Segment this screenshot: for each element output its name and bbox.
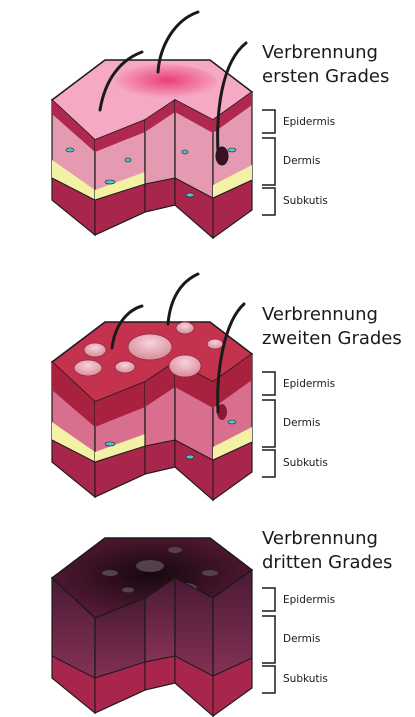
middle-front-face xyxy=(95,598,145,713)
label-dermis: Dermis xyxy=(283,417,320,429)
label-subkutis: Subkutis xyxy=(283,673,328,685)
label-dermis: Dermis xyxy=(283,155,320,167)
label-subkutis: Subkutis xyxy=(283,195,328,207)
label-epidermis: Epidermis xyxy=(283,594,335,606)
title-line-2: dritten Grades xyxy=(262,552,392,573)
title-line-1: Verbrennung xyxy=(262,42,378,63)
middle-front-face xyxy=(95,120,145,235)
middle-front-face xyxy=(95,382,145,497)
label-epidermis: Epidermis xyxy=(283,116,335,128)
title-line-2: ersten Grades xyxy=(262,66,389,87)
title-line-1: Verbrennung xyxy=(262,304,378,325)
layer-brackets xyxy=(262,110,275,215)
inner-corner-face xyxy=(145,578,175,690)
label-subkutis: Subkutis xyxy=(283,457,328,469)
panel-third-degree: Verbrennung dritten Grades Epidermis Der… xyxy=(52,528,392,716)
label-dermis: Dermis xyxy=(283,633,320,645)
burn-redness xyxy=(107,64,217,100)
title-line-1: Verbrennung xyxy=(262,528,378,549)
label-epidermis: Epidermis xyxy=(283,378,335,390)
layer-brackets xyxy=(262,588,275,693)
inner-corner-face xyxy=(145,100,175,212)
panel-second-degree: Verbrennung zweiten Grades Epidermis Der… xyxy=(52,274,402,500)
panel-first-degree: Verbrennung ersten Grades Epidermis Derm… xyxy=(52,12,389,238)
inner-corner-face xyxy=(145,362,175,474)
title-line-2: zweiten Grades xyxy=(262,328,402,349)
layer-brackets xyxy=(262,372,275,477)
